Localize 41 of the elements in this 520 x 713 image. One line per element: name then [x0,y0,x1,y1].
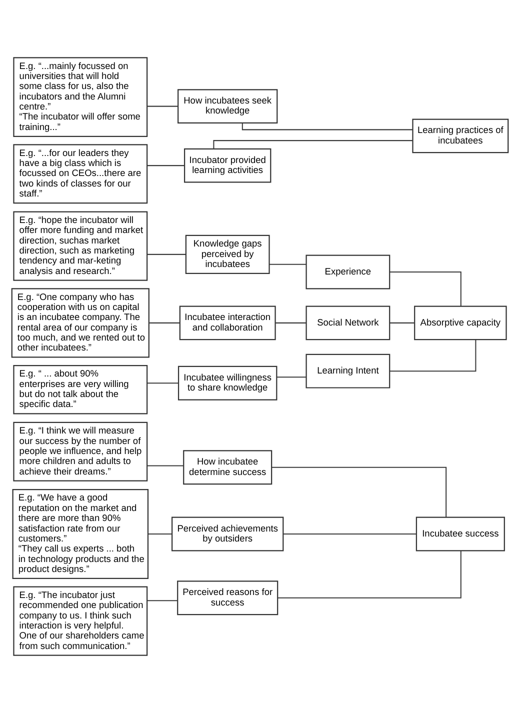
node-box: Social Network [306,306,390,340]
node-box: Experience [306,254,390,290]
node-box: Learning practices of incubatees [412,118,509,154]
connector [272,466,447,518]
node-box: Incubatee willingness to share knowledge [178,366,278,400]
node-box: Knowledge gaps perceived by incubatees [185,234,270,274]
connector [390,340,476,372]
connector [278,550,462,598]
connector [147,600,178,602]
connector [276,376,306,378]
node-box: E.g. “...for our leaders they have a big class which is focussed on CEOs...there are two kinds of classes for our staff.” [13,144,148,204]
node-box: E.g. “I think we will measure our success by the number of people we influence, and help more children and adults to achieve their dreams.” [13,422,148,482]
connector [242,123,413,130]
node-box: Absorptive capacity [414,306,507,340]
connector [283,534,416,535]
connector [147,106,178,107]
node-box: Incubatee success [416,516,505,552]
connector [390,272,462,306]
connector [149,322,180,324]
node-box: E.g. “hope the incubator will offer more funding and market direction, suchas market direction, such as marketing tendency and mar-keting analysis and research.” [13,211,148,281]
connector [390,322,414,324]
node-box: Incubatee interaction and collaboration [179,306,276,340]
node-box: How incubatees seek knowledge [178,89,278,124]
node-box: E.g. “ ... about 90% enterprises are very willing but do not talk about the specific data.” [13,364,148,414]
node-box: E.g. “...mainly focussed on universities that will hold some class for us, also the incubators and the Alumni centre.” “The incubator will offer some training...” [13,57,148,137]
node-box: Perceived reasons for success [177,580,278,616]
node-box: How incubatee determine success [183,450,272,485]
node-box: E.g. “One company who has cooperation with us on capital is an incubatee company. The rental area of our company is too much, and we rented out to other incubatees.” [11,288,150,358]
connector [269,264,306,265]
connector [148,534,172,535]
connector [276,322,306,324]
connector [147,382,178,384]
connector [147,465,184,466]
node-box: Incubator provided learning activities [184,148,272,183]
node-box: E.g. “We have a good reputation on the market and there are more than 90% satisfaction rate from our customers.” “They call us experts ... both in technology products and the product designs.” [12,489,149,579]
connector [147,165,184,166]
node-box: Learning Intent [306,354,390,388]
node-box: E.g. “The incubator just recommended one publication company to us. I think such interaction is very helpful. One of our shareholders came from such communication.” [13,586,148,656]
connector [147,254,186,255]
connector [213,140,413,149]
node-box: Perceived achievements by outsiders [172,516,284,552]
